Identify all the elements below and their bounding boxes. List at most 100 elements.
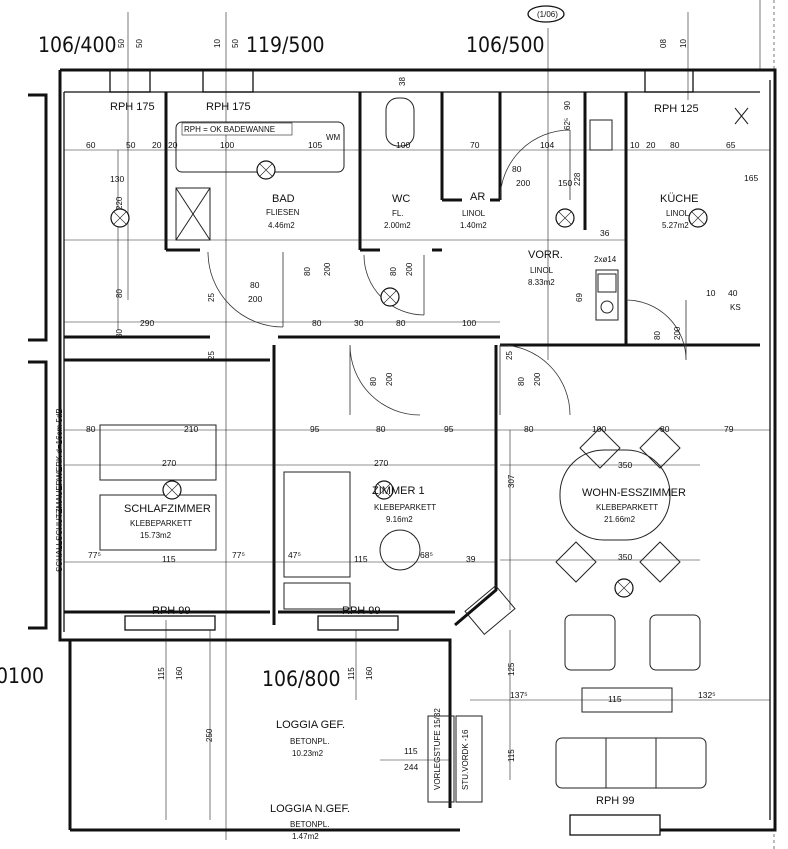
room-area: 15.73m2: [140, 531, 172, 540]
notes: RPH = OK BADEWANNE SCHALLSCHUTZMAUERWERK…: [55, 122, 741, 790]
unit-label-edge: 0100: [0, 664, 44, 688]
dim: 200: [533, 372, 542, 386]
window-label: RPH 175: [206, 101, 251, 113]
vent-icon: [734, 107, 749, 125]
room-floor: FLIESEN: [266, 208, 300, 217]
room-name: KÜCHE: [660, 193, 699, 205]
dim: 80: [250, 280, 260, 290]
armchair-2: [649, 614, 701, 671]
dim: 36: [600, 228, 610, 238]
dim: 50: [135, 39, 144, 48]
room-floor: LINOL: [462, 209, 486, 218]
room-area: 9.16m2: [386, 515, 413, 524]
room-floor: LINOL: [530, 266, 554, 275]
room-name: LOGGIA GEF.: [276, 719, 345, 731]
dim: 80: [517, 377, 526, 386]
dim: 20: [168, 140, 178, 150]
light-fixtures: [110, 107, 749, 598]
dim: 20: [646, 140, 656, 150]
dim: 115: [404, 746, 418, 756]
dim: 62⁵: [563, 118, 572, 130]
room-floor: FL.: [392, 209, 404, 218]
dim: 270: [374, 458, 388, 468]
window-label: RPH 175: [110, 101, 155, 113]
dim: 115: [157, 667, 166, 680]
dim: 08: [659, 39, 668, 48]
dim: 105: [308, 140, 322, 150]
room-floor: KLEBEPARKETT: [596, 503, 658, 512]
room-wc: WC FL. 2.00m2: [384, 193, 411, 230]
room-name: BAD: [272, 193, 295, 205]
lamp-icon: [380, 287, 400, 307]
dim: 80: [86, 424, 96, 434]
lamp-icon: [374, 480, 394, 500]
dim: 80: [369, 377, 378, 386]
room-area: 2.00m2: [384, 221, 411, 230]
dim: 200: [516, 178, 530, 188]
window-label: RPH 99: [596, 795, 635, 807]
dim: 30: [115, 329, 124, 338]
dim: 165: [744, 173, 758, 183]
dimension-numbers: 60 50 20 20 100 105 100 70 104 10 20 80 …: [86, 140, 758, 772]
dim: 80: [512, 164, 522, 174]
sheet-ref-ellipse: [527, 5, 565, 23]
unit-label-bottom: 106/800: [262, 667, 340, 691]
room-wohn: WOHN-ESSZIMMER KLEBEPARKETT 21.66m2: [582, 487, 686, 524]
dim: 79: [724, 424, 734, 434]
room-area: 1.47m2: [292, 832, 319, 841]
dim: 250: [205, 728, 214, 742]
dim: 115: [507, 749, 516, 762]
dim: 290: [140, 318, 154, 328]
dim: 30: [354, 318, 364, 328]
dim: 10: [679, 39, 688, 48]
dim: 69: [575, 293, 584, 302]
room-area: 5.27m2: [662, 221, 689, 230]
room-name: WC: [392, 193, 410, 205]
dim: 10: [706, 288, 716, 298]
dim: 137⁵: [510, 690, 528, 700]
lamp-icon: [688, 208, 708, 228]
dim: 25: [207, 293, 216, 302]
room-area: 8.33m2: [528, 278, 555, 287]
shaft-note: SCHALLSCHUTZMAUERWERK d=16cm 5dB: [55, 408, 64, 572]
dim: 50: [126, 140, 136, 150]
window-label: RPH 125: [654, 103, 699, 115]
dim: 38: [398, 77, 407, 86]
dim: 115: [347, 667, 356, 680]
dim: 47⁵: [288, 550, 301, 560]
dim: 80: [653, 331, 662, 340]
dim: 80: [312, 318, 322, 328]
sheet-ref: (1/06): [537, 10, 558, 19]
dim: 100: [220, 140, 234, 150]
dim: 80: [303, 267, 312, 276]
window-label: RPH 99: [152, 605, 191, 617]
wc-bowl: [385, 97, 415, 147]
room-loggia-gef: LOGGIA GEF. BETONPL. 10.23m2: [276, 719, 345, 758]
dim: 200: [673, 326, 682, 340]
dim: 350: [618, 552, 632, 562]
room-bad: BAD FLIESEN 4.46m2: [266, 193, 300, 230]
dim: 39: [466, 554, 476, 564]
room-name: WOHN-ESSZIMMER: [582, 487, 686, 499]
dim: 115: [608, 694, 622, 704]
armchair-1: [564, 614, 616, 671]
step-note: VORLEGSTUFE 15/32: [433, 708, 442, 790]
dim: 40: [728, 288, 738, 298]
bath-note: RPH = OK BADEWANNE: [184, 125, 275, 134]
dim: 200: [405, 262, 414, 276]
dim: 115: [162, 554, 176, 564]
room-vorr: VORR. LINOL 8.33m2: [528, 249, 563, 287]
dim: 132⁵: [698, 690, 716, 700]
dim: 80: [396, 318, 406, 328]
stair-note: STU.VORDK -16: [461, 729, 470, 790]
dim: 115: [354, 554, 368, 564]
dim: 95: [310, 424, 320, 434]
dim: 50: [117, 39, 126, 48]
dim: 80: [376, 424, 386, 434]
room-name: ZIMMER 1: [372, 485, 425, 497]
dim: 160: [365, 666, 374, 680]
dim: 80: [389, 267, 398, 276]
dim: 228: [573, 172, 582, 186]
room-name: LOGGIA N.GEF.: [270, 803, 350, 815]
